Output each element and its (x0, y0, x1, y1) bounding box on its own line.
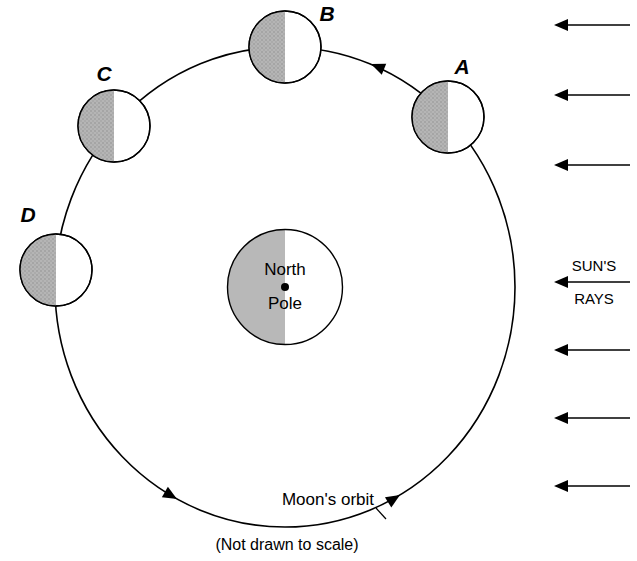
sun-rays (554, 19, 630, 492)
orbit-label: Moon's orbit (282, 491, 374, 510)
position-letter: A (454, 55, 469, 78)
sun-rays-label: SUN'S (572, 258, 617, 275)
earth-circle: North Pole (227, 229, 343, 345)
scale-note: (Not drawn to scale) (215, 536, 358, 554)
orbit-arrows (162, 58, 403, 507)
leader-line (376, 508, 386, 519)
earth-shape (226, 228, 344, 346)
position-letter: D (20, 203, 35, 226)
position-letter: B (319, 2, 334, 25)
moon-orbit (55, 47, 515, 527)
pole-label: North Pole (264, 253, 306, 321)
sun-rays-label: RAYS (574, 291, 614, 308)
position-letter: C (96, 62, 111, 85)
